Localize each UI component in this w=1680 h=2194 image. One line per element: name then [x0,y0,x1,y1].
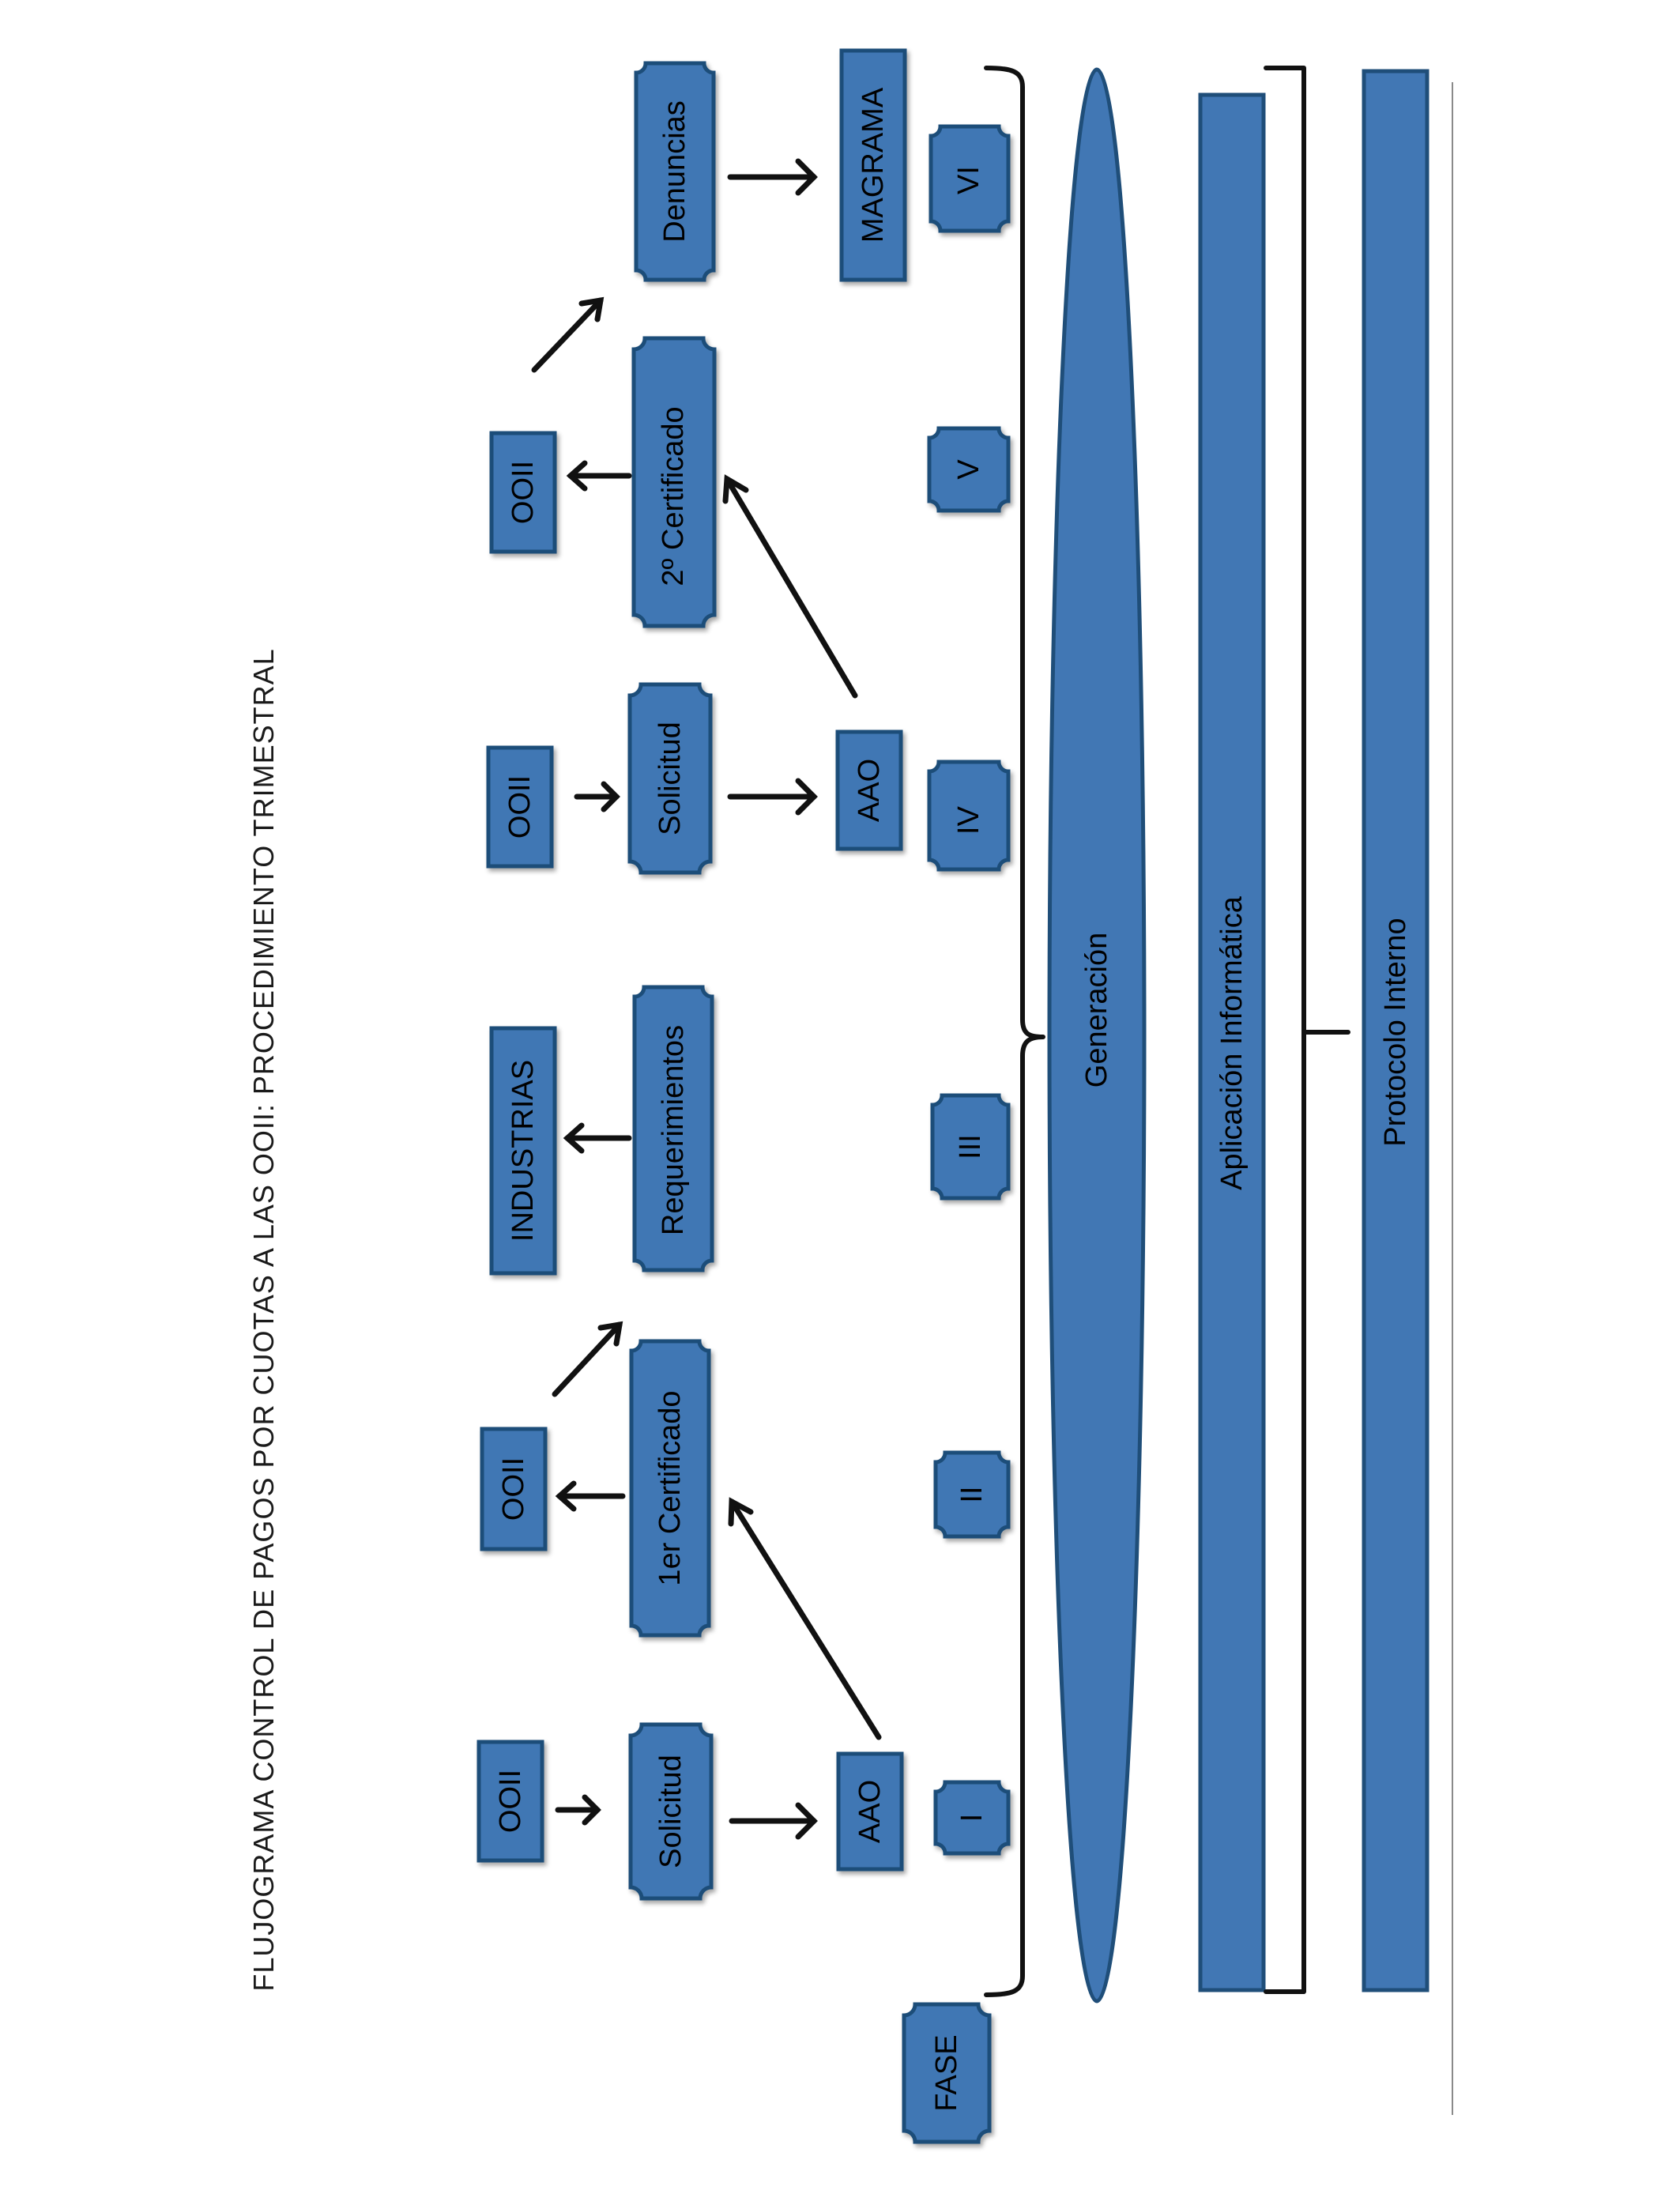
node-magrama-label: MAGRAMA [857,87,890,243]
phase-ii-text: II [955,1486,989,1502]
node-magrama: MAGRAMA [839,48,907,282]
arrow-certificado2-to-ooii4 [566,460,632,492]
node-denuncias: Denuncias [634,61,716,282]
phase-iv-text: IV [952,805,985,835]
node-industrias: INDUSTRIAS [489,1026,557,1276]
node-denuncias-label: Denuncias [658,100,691,243]
phase-label-fase-text: FASE [930,2034,963,2111]
phase-vi-text: VI [952,166,985,194]
arrow-ooii3-to-solicitud2 [574,781,620,812]
node-certificado-2-label: 2º Certificado [657,406,690,586]
phase-iii: III [930,1093,1011,1201]
node-certificado-1-label: 1er Certificado [654,1390,687,1585]
band-aplicacion-label: Aplicación Informática [1215,895,1249,1190]
node-industrias-label: INDUSTRIAS [507,1060,540,1242]
node-ooii-3-label: OOII [503,775,537,839]
node-requerimientos-label: Requerimientos [657,1025,690,1235]
phase-ii: II [933,1450,1011,1539]
node-aao-2-label: AAO [853,759,886,822]
band-aplicacion: Aplicación Informática [1198,92,1266,1992]
arrow-ooii1-to-solicitud1 [555,1794,601,1826]
node-ooii-2: OOII [480,1427,548,1551]
phase-i-text: I [955,1814,989,1823]
node-ooii-3: OOII [486,745,554,869]
node-ooii-1: OOII [477,1740,544,1863]
arrow-to-denuncias [531,296,605,373]
arrow-solicitud2-to-aao2 [727,778,818,816]
node-aao-1: AAO [836,1751,904,1872]
node-ooii-4-label: OOII [507,461,540,524]
arrow-solicitud1-to-aao1 [729,1802,818,1840]
band-protocolo: Protocolo Interno [1362,69,1430,1992]
band-generacion-label: Generación [1080,933,1113,1088]
arrow-aao1-to-certificado1 [728,1497,882,1740]
band-generacion: Generación [1047,67,1147,2004]
node-solicitud-1: Solicitud [628,1722,714,1901]
node-aao-1-label: AAO [853,1780,887,1843]
bands-bracket [1264,66,1350,1994]
node-solicitud-1-label: Solicitud [654,1755,687,1868]
arrow-to-requerimientos [552,1321,623,1397]
phase-v-text: V [952,459,985,480]
diagram-title: FLUJOGRAMA CONTROL DE PAGOS POR CUOTAS A… [247,648,280,1991]
node-solicitud-2: Solicitud [627,682,713,875]
node-solicitud-2-label: Solicitud [654,722,687,835]
flow-arrows [531,158,882,1840]
band-protocolo-label: Protocolo Interno [1379,918,1412,1146]
phase-vi: VI [929,124,1011,233]
node-ooii-4: OOII [489,431,557,554]
phase-iii-text: III [954,1134,987,1159]
phase-v: V [927,426,1011,513]
phase-label-fase: FASE [902,2002,992,2144]
phases-brace [984,66,1045,1997]
node-certificado-1: 1er Certificado [629,1339,711,1638]
arrow-certificado1-to-ooii2 [555,1480,626,1512]
node-ooii-1-label: OOII [494,1770,527,1833]
phase-i: I [933,1780,1011,1856]
arrow-denuncias-to-magrama [727,158,818,196]
node-ooii-2-label: OOII [497,1457,530,1521]
arrow-aao2-to-certificado2 [722,474,858,699]
node-aao-2: AAO [835,729,903,851]
node-certificado-2: 2º Certificado [631,336,717,628]
phase-iv: IV [927,760,1011,872]
phase-row: FASE I II III IV V VI [902,124,1011,2144]
arrow-requerimientos-to-industrias [563,1122,632,1154]
node-requerimientos: Requerimientos [632,985,714,1272]
